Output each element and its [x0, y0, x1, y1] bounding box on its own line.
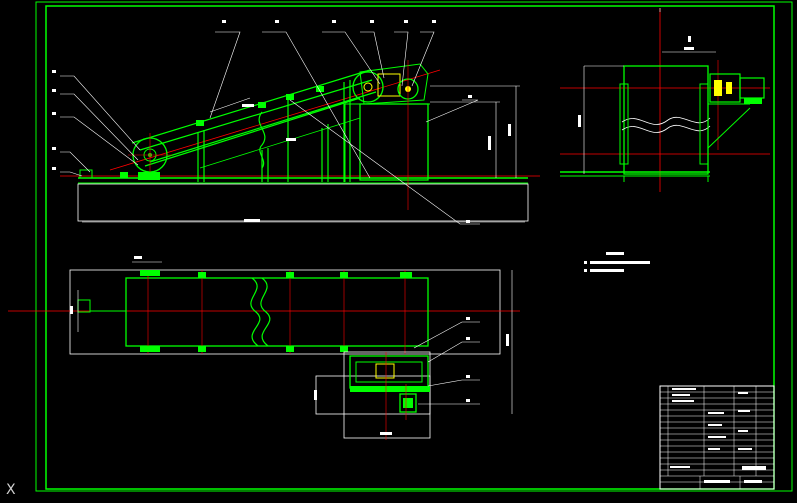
- head-pulley: [352, 71, 384, 103]
- base-frame: [77, 183, 529, 222]
- plan-belt-break: [250, 277, 261, 347]
- belt-supports: [197, 80, 351, 182]
- ucs-axis-icon: X: [6, 482, 16, 498]
- leader-lines: [60, 31, 480, 225]
- plan-motor: [399, 393, 417, 413]
- dimension-lines: [82, 85, 525, 223]
- belt-break-mark: [258, 111, 266, 169]
- idler-rollers: [196, 86, 324, 126]
- title-block: [659, 385, 775, 490]
- outer-frame: [35, 1, 793, 492]
- drive-station-box: [359, 103, 429, 181]
- drive-reducer: [377, 73, 401, 97]
- inner-frame: [45, 5, 775, 490]
- technical-notes: [584, 252, 650, 272]
- balloon-marks: [52, 20, 511, 223]
- plan-idlers: [147, 270, 406, 354]
- inclined-belt: [131, 69, 377, 167]
- end-view-belt-break: [621, 117, 711, 125]
- plan-view: [8, 256, 520, 440]
- end-view: [560, 8, 770, 192]
- plan-belt: [125, 277, 429, 347]
- side-view: [52, 20, 540, 225]
- belt-centerline: [109, 69, 441, 171]
